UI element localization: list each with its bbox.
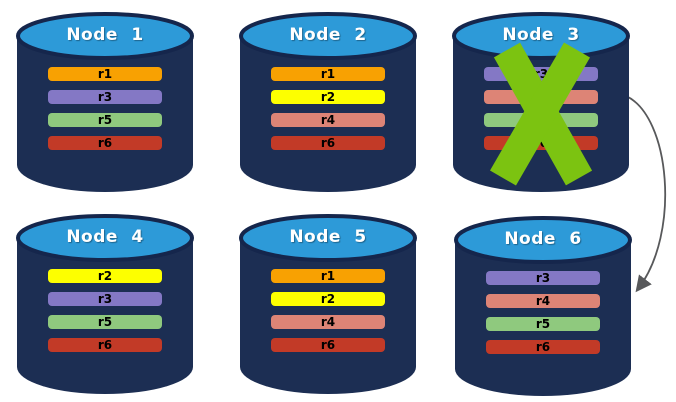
- replica-bar-r3: r3: [486, 271, 600, 285]
- cylinder-top: [16, 12, 194, 60]
- replica-bar-r1: r1: [48, 67, 162, 81]
- replica-list: r1 r2 r4 r6: [271, 269, 385, 361]
- replica-bar-r4: r4: [271, 315, 385, 329]
- cylinder-top: [452, 12, 630, 60]
- cylinder-top: [16, 214, 194, 262]
- replica-bar-r4: r4: [486, 294, 600, 308]
- db-node: Node 4 r2 r3 r5 r6: [13, 210, 197, 402]
- db-node: Node 5 r1 r2 r4 r6: [236, 210, 420, 402]
- replica-bar-r1: r1: [271, 269, 385, 283]
- replica-bar-r3: r3: [48, 90, 162, 104]
- replica-bar-r3: r3: [48, 292, 162, 306]
- replica-bar-r1: r1: [271, 67, 385, 81]
- replica-bar-r6: r6: [271, 338, 385, 352]
- replica-bar-r2: r2: [48, 269, 162, 283]
- replica-bar-r6: r6: [486, 340, 600, 354]
- db-node: Node 2 r1 r2 r4 r6: [236, 8, 420, 200]
- node-title: Node 3: [502, 25, 580, 45]
- node-title: Node 1: [66, 25, 144, 45]
- replica-bar-r6: r6: [48, 136, 162, 150]
- replica-bar-r6: r6: [48, 338, 162, 352]
- replica-bar-r2: r2: [271, 90, 385, 104]
- replica-list: r3 r4 r5 r6: [486, 271, 600, 363]
- replica-list: r1 r2 r4 r6: [271, 67, 385, 159]
- node-title: Node 2: [289, 25, 367, 45]
- node-title: Node 4: [66, 227, 144, 247]
- replica-bar-r2: r2: [271, 292, 385, 306]
- failure-x-icon: [490, 42, 593, 186]
- replica-bar-r5: r5: [486, 317, 600, 331]
- db-node: Node 1 r1 r3 r5 r6: [13, 8, 197, 200]
- replica-list: r1 r3 r5 r6: [48, 67, 162, 159]
- replica-bar-r6: r6: [271, 136, 385, 150]
- cylinder-top: [454, 216, 632, 264]
- cylinder-top: [239, 214, 417, 262]
- replica-bar-r4: r4: [271, 113, 385, 127]
- node-title: Node 5: [289, 227, 367, 247]
- replica-list: r2 r3 r5 r6: [48, 269, 162, 361]
- cylinder-top: [239, 12, 417, 60]
- replica-bar-r5: r5: [48, 315, 162, 329]
- db-node: Node 6 r3 r4 r5 r6: [451, 212, 635, 402]
- node-title: Node 6: [504, 229, 582, 249]
- replica-bar-r5: r5: [48, 113, 162, 127]
